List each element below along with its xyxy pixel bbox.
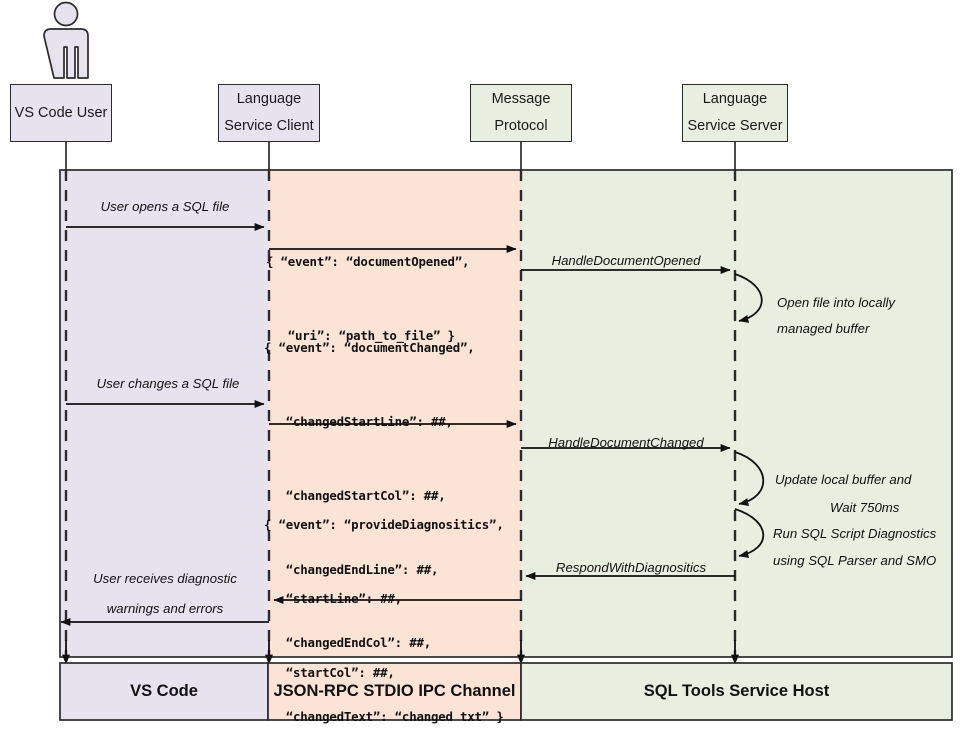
participant-language-service-server-line2: Service Server — [687, 118, 783, 134]
payload-document-changed-line-4: “changedEndCol”: ##, — [264, 635, 431, 651]
participant-message-protocol[interactable]: Message Protocol — [470, 84, 572, 142]
note-update-buffer-line2: Wait 750ms — [830, 500, 900, 515]
participant-language-service-client[interactable]: Language Service Client — [218, 84, 320, 142]
payload-document-changed-line-5: “changedText”: “changed txt” } — [264, 709, 504, 725]
note-update-buffer-line1: Update local buffer and — [775, 472, 912, 487]
vs-code-user-actor-icon — [43, 1, 89, 79]
payload-provide-diagnositics-line-1: “startLine”: ##, — [264, 590, 402, 606]
band-label-sql-tools: SQL Tools Service Host — [643, 682, 830, 700]
participant-language-service-server[interactable]: Language Service Server — [682, 84, 788, 142]
payload-document-changed: { “event”: “documentChanged”, “changedSt… — [264, 287, 504, 732]
payload-document-changed-line-3: “changedEndLine”: ##, — [264, 561, 439, 577]
band-label-jsonrpc: JSON-RPC STDIO IPC Channel — [273, 682, 516, 700]
payload-document-changed-line-0: { “event”: “documentChanged”, — [264, 340, 475, 356]
selfloop-open-file-buffer — [734, 273, 763, 323]
note-run-diagnostics-line2: using SQL Parser and SMO — [773, 553, 937, 568]
participant-vs-code-user-line1: VS Code User — [14, 104, 108, 121]
participant-language-service-client-line2: Service Client — [224, 118, 314, 134]
payload-document-opened-line-1: “uri”: “path_to_file” } — [266, 327, 455, 343]
band-jsonrpc — [268, 170, 521, 657]
payload-provide-diagnositics-line-0: { “event”: “provideDiagnositics”, — [264, 517, 504, 533]
participant-message-protocol-line2: Protocol — [494, 118, 548, 134]
note-run-diagnostics-line1: Run SQL Script Diagnostics — [773, 526, 937, 541]
band-vs-code — [60, 170, 268, 657]
selfloop-run-diagnostics — [734, 508, 765, 558]
label-handle-document-opened: HandleDocumentOpened — [551, 253, 701, 268]
payload-document-opened: { “event”: “documentOpened”, “uri”: “pat… — [266, 201, 469, 398]
participant-vs-code-user[interactable]: VS Code User — [10, 84, 112, 142]
note-open-file-buffer-line1: Open file into locally — [777, 295, 896, 310]
note-open-file-buffer-line2: managed buffer — [777, 321, 870, 336]
label-user-receives-diagnostics-line1: User receives diagnostic — [93, 571, 237, 586]
payload-document-opened-line-0: { “event”: “documentOpened”, — [266, 254, 470, 270]
label-respond-with-diagnositics: RespondWithDiagnositics — [555, 560, 707, 575]
payload-document-changed-line-1: “changedStartLine”: ##, — [264, 413, 453, 429]
participant-language-service-client-line1: Language — [236, 91, 302, 108]
label-user-changes-sql-file: User changes a SQL file — [96, 376, 240, 391]
payload-document-changed-line-2: “changedStartCol”: ##, — [264, 487, 446, 503]
participant-message-protocol-line1: Message — [491, 91, 551, 108]
payload-provide-diagnositics-line-2: “startCol”: ##, — [264, 664, 395, 680]
selfloop-update-buffer-wait — [734, 451, 765, 506]
participant-language-service-server-line1: Language — [702, 91, 768, 108]
band-sql-tools — [521, 170, 952, 657]
label-user-opens-sql-file: User opens a SQL file — [100, 199, 230, 214]
label-handle-document-changed: HandleDocumentChanged — [548, 435, 704, 450]
label-user-receives-diagnostics-line2: warnings and errors — [106, 601, 224, 616]
payload-provide-diagnositics: { “event”: “provideDiagnositics”, “start… — [264, 464, 504, 732]
band-label-vs-code: VS Code — [130, 682, 198, 700]
